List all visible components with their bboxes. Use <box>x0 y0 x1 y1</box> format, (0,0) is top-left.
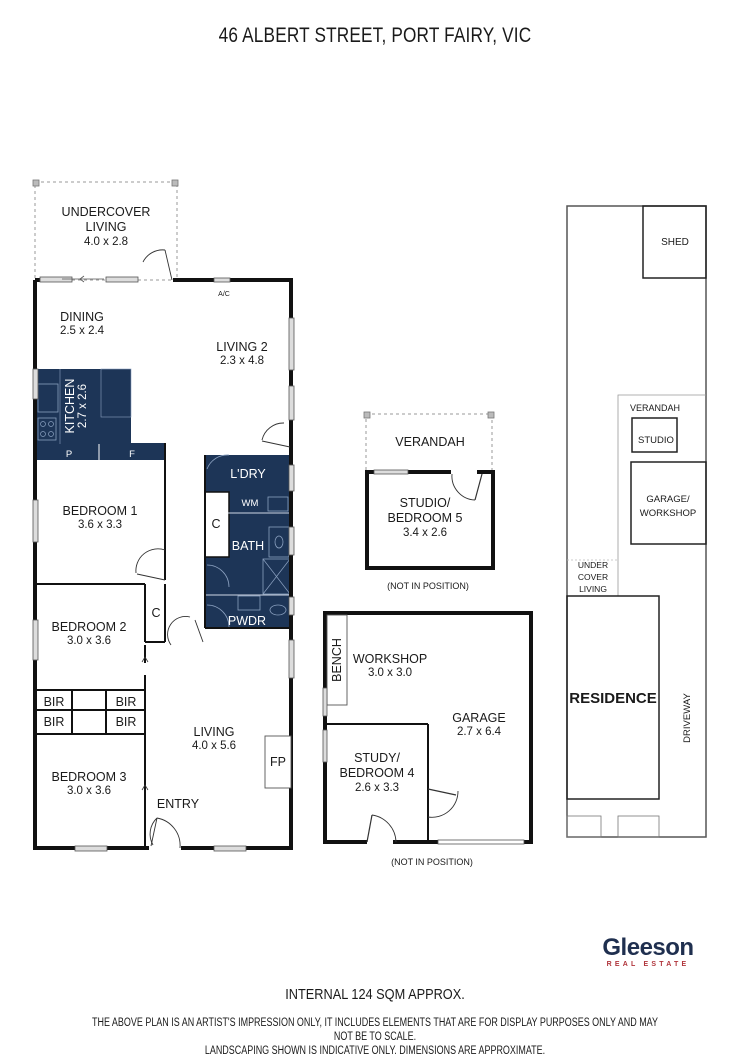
site-residence-label: RESIDENCE <box>569 690 657 707</box>
site-studio-label: STUDIO <box>638 435 674 446</box>
toilet-icon <box>269 604 287 616</box>
arrow-up-icon <box>141 784 149 791</box>
site-studio <box>631 417 678 453</box>
studio-verandah-label: VERANDAH <box>395 435 464 449</box>
kitchen-area <box>37 369 131 444</box>
bedroom2-label: BEDROOM 2 <box>51 620 126 634</box>
bedroom3-label: BEDROOM 3 <box>51 770 126 784</box>
svg-text:LIVING: LIVING <box>579 584 607 594</box>
windows <box>32 276 295 852</box>
bir-label: BIR <box>116 715 137 729</box>
post-icon <box>363 411 371 419</box>
main-house: UNDERCOVER LIVING 4.0 x 2.8 A/C DINING 2… <box>32 179 295 852</box>
fridge-label: F <box>129 449 135 460</box>
svg-text:4.0 x 5.6: 4.0 x 5.6 <box>192 740 236 752</box>
svg-text:2.6 x 3.3: 2.6 x 3.3 <box>355 782 399 794</box>
living-label: LIVING <box>194 725 235 739</box>
bedroom1-label: BEDROOM 1 <box>62 504 137 518</box>
site-verandah-label: VERANDAH <box>630 403 680 413</box>
bench-label: BENCH <box>330 638 344 682</box>
kitchen-label: KITCHEN <box>63 379 77 434</box>
brand-subtitle: REAL ESTATE <box>606 961 690 968</box>
svg-text:4.0 x 2.8: 4.0 x 2.8 <box>84 236 128 248</box>
wm-label: WM <box>242 498 259 509</box>
laundry-label: L'DRY <box>230 467 266 481</box>
laundry-tub-icon <box>267 496 289 512</box>
brand-logo: Gleeson REAL ESTATE <box>598 934 698 969</box>
site-driveway-label: DRIVEWAY <box>682 693 693 743</box>
bir-label: BIR <box>44 695 65 709</box>
workshop-label: WORKSHOP <box>353 652 427 666</box>
svg-text:2.7 x 6.4: 2.7 x 6.4 <box>457 726 502 738</box>
fireplace <box>264 735 292 789</box>
svg-text:2.7 x 2.6: 2.7 x 2.6 <box>77 384 89 428</box>
svg-text:COVER: COVER <box>578 572 608 582</box>
studio-position-note: (NOT IN POSITION) <box>387 581 469 591</box>
bedroom2-cupboard-label: C <box>151 606 160 620</box>
svg-text:3.6 x 3.3: 3.6 x 3.3 <box>78 519 122 531</box>
arrow-up-icon <box>141 656 149 663</box>
svg-text:BEDROOM 4: BEDROOM 4 <box>339 766 414 780</box>
interior-walls <box>35 443 291 848</box>
svg-text:2.5 x 2.4: 2.5 x 2.4 <box>60 325 105 337</box>
svg-text:BEDROOM 5: BEDROOM 5 <box>387 511 462 525</box>
powder-label: PWDR <box>228 614 266 628</box>
site-garage <box>630 461 707 545</box>
garage-door <box>437 839 525 845</box>
bir-label: BIR <box>44 715 65 729</box>
entry-label: ENTRY <box>157 797 200 811</box>
svg-text:3.0 x 3.6: 3.0 x 3.6 <box>67 785 111 797</box>
site-shed <box>642 205 707 279</box>
linen-cupboard <box>204 491 230 558</box>
linen-cupboard-label: C <box>211 517 220 531</box>
svg-text:WORKSHOP: WORKSHOP <box>640 508 696 519</box>
svg-text:LIVING: LIVING <box>86 220 127 234</box>
svg-text:3.4 x 2.6: 3.4 x 2.6 <box>403 527 447 539</box>
cooktop-icon <box>37 417 57 441</box>
page-title: 46 ALBERT STREET, PORT FAIRY, VIC <box>218 24 532 47</box>
doors <box>135 249 291 849</box>
studio-label: STUDIO/ <box>400 496 451 510</box>
post-icon <box>171 179 179 187</box>
post-icon <box>32 179 40 187</box>
basin-icon <box>237 595 261 611</box>
svg-text:3.0 x 3.6: 3.0 x 3.6 <box>67 635 111 647</box>
bench <box>326 614 348 706</box>
disclaimer: THE ABOVE PLAN IS AN ARTIST'S IMPRESSION… <box>83 1016 668 1058</box>
svg-text:2.3 x 4.8: 2.3 x 4.8 <box>220 355 264 367</box>
pantry-fridge-area <box>37 443 165 460</box>
disclaimer-line-2: LANDSCAPING SHOWN IS INDICATIVE ONLY. DI… <box>204 1045 546 1057</box>
site-shed-label: SHED <box>661 237 689 248</box>
air-con-label: A/C <box>218 291 230 298</box>
disclaimer-line-1: THE ABOVE PLAN IS AN ARTIST'S IMPRESSION… <box>91 1017 658 1043</box>
garage-building: BENCH WORKSHOP 3.0 x 3.0 GARAGE 2.7 x 6.… <box>322 611 533 867</box>
fireplace-label: FP <box>270 755 286 769</box>
study-label: STUDY/ <box>354 751 400 765</box>
garage-label: GARAGE <box>452 711 506 725</box>
living2-label: LIVING 2 <box>216 340 267 354</box>
brand-name: Gleeson <box>602 934 694 961</box>
site-undercover-label: UNDER <box>578 560 608 570</box>
bath-label: BATH <box>232 539 264 553</box>
internal-area: INTERNAL 124 SQM APPROX. <box>285 986 465 1003</box>
dining-label: DINING <box>60 310 104 324</box>
pantry-label: P <box>66 449 72 460</box>
svg-text:3.0 x 3.0: 3.0 x 3.0 <box>368 667 412 679</box>
undercover-living-label: UNDERCOVER <box>62 205 151 219</box>
studio-building: VERANDAH STUDIO/ BEDROOM 5 3.4 x 2.6 (NO… <box>363 411 495 591</box>
garage-position-note: (NOT IN POSITION) <box>391 857 473 867</box>
site-garage-label: GARAGE/ <box>646 494 690 505</box>
post-icon <box>487 411 495 419</box>
bir-label: BIR <box>116 695 137 709</box>
site-residence <box>566 595 660 800</box>
site-plan: SHED VERANDAH STUDIO GARAGE/ WORKSHOP UN… <box>566 205 707 838</box>
